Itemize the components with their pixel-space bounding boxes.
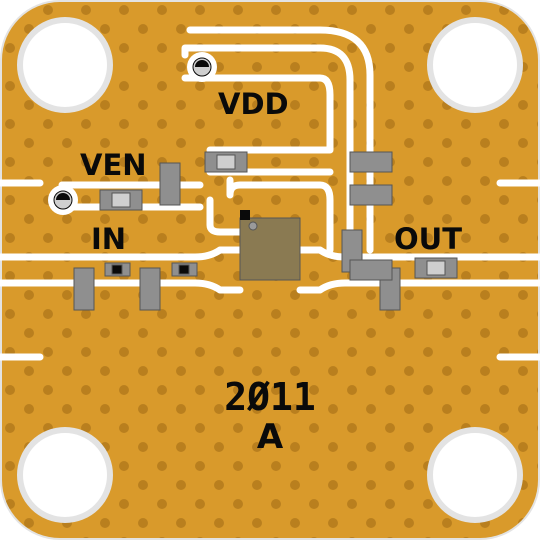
pin1-dot [248,221,258,231]
component-c5 [171,262,198,277]
component-c3 [414,257,458,279]
label-out: OUT [394,222,462,256]
mounting-hole-top-left [17,17,113,113]
mounting-holes [17,17,523,523]
component-c7 [349,184,393,206]
component-r3 [139,267,161,311]
component-c4 [104,262,131,277]
component-r1 [159,162,181,206]
amplifier-ic [239,210,301,281]
label-revision-year: 2Ø11 [224,375,316,419]
mounting-hole-bottom-left [17,427,113,523]
component-c1 [99,189,143,211]
label-in: IN [91,222,126,256]
pin1-marker [240,210,250,220]
component-c8 [349,259,393,281]
label-vdd: VDD [218,87,289,121]
component-r2 [73,267,95,311]
label-ven: VEN [80,148,147,182]
mounting-hole-top-right [427,17,523,113]
label-revision-letter: A [257,417,284,457]
vdd-test-point [187,52,217,82]
ven-test-point [48,185,78,215]
component-c2 [204,151,248,173]
component-c6 [349,151,393,173]
mounting-hole-bottom-right [427,427,523,523]
components [73,151,458,311]
